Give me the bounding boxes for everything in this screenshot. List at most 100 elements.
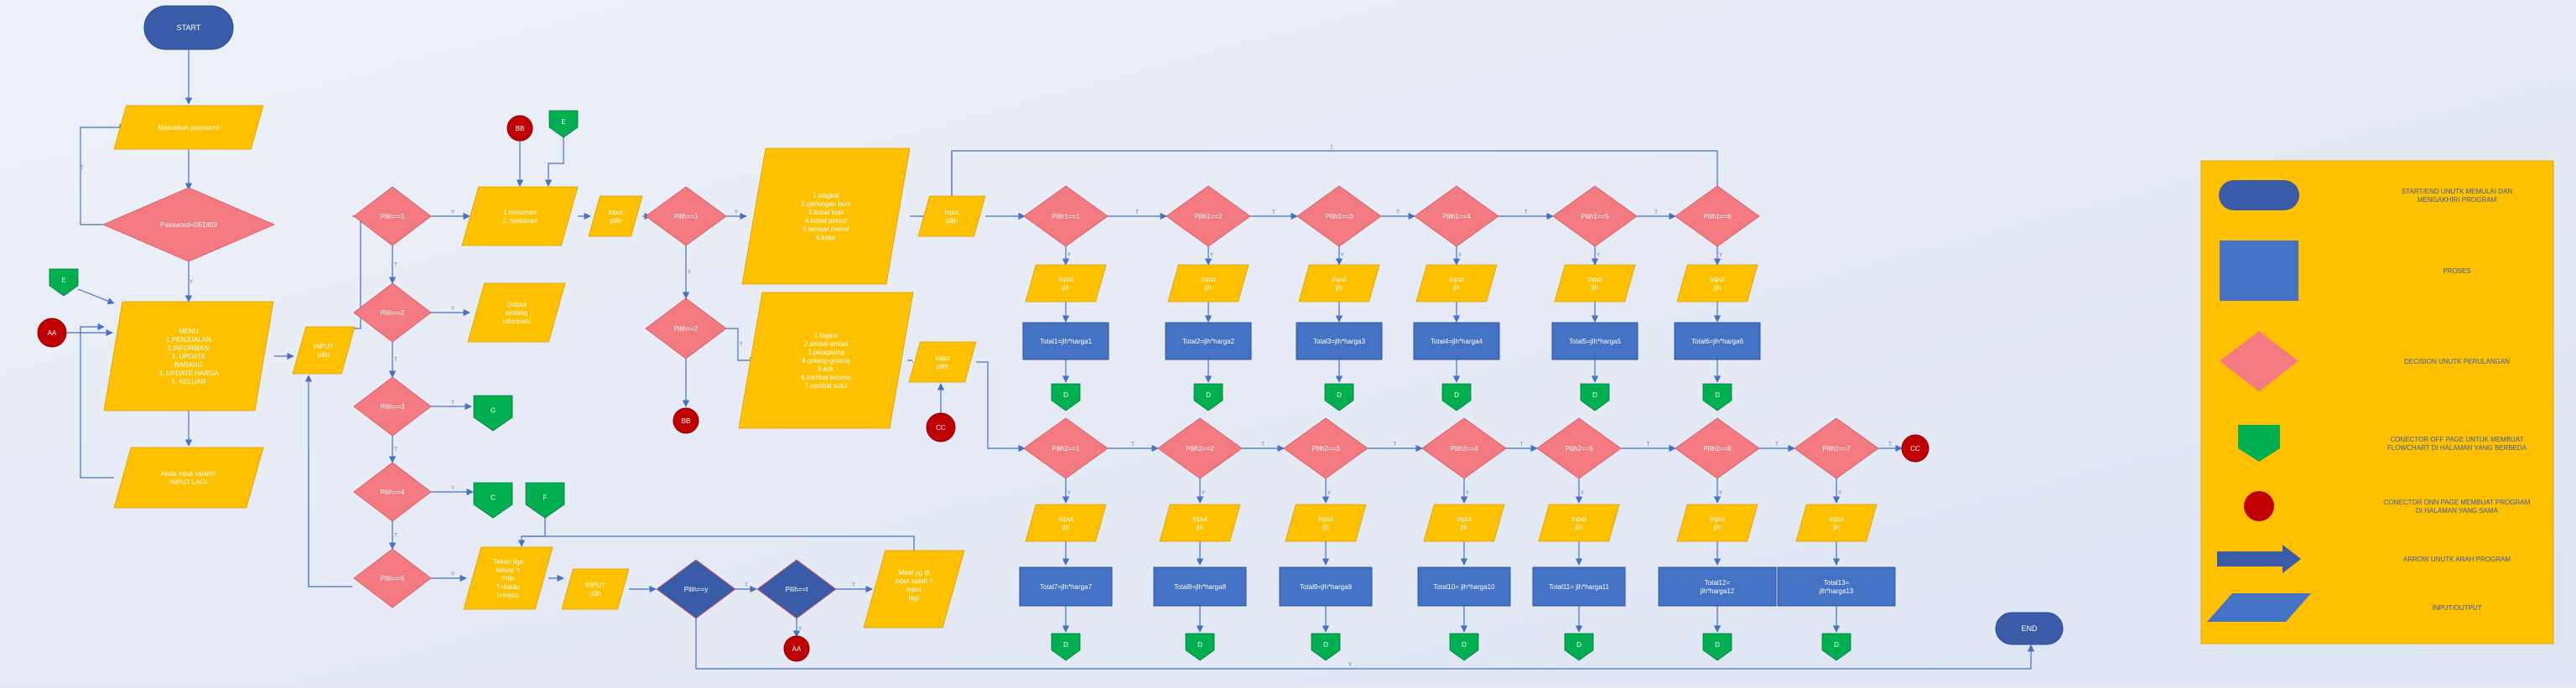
io-input-pilih xyxy=(292,326,356,375)
edge-label-t-row2-4: T xyxy=(1520,442,1524,447)
legend-decision-label: DECISION UNUTK PERULANGAN xyxy=(2404,358,2510,365)
edge-label-y-row2-2: Y xyxy=(1202,491,1205,496)
decision-pilih-4 xyxy=(353,462,432,522)
offpage-g xyxy=(473,395,513,432)
edge-label-y-row2-1: Y xyxy=(1067,491,1071,496)
edge-label-t-row1-5: T xyxy=(1654,210,1658,215)
offpage-d-row2-6-label: D xyxy=(1715,641,1720,649)
offpage-d-row1-6-label: D xyxy=(1715,391,1720,399)
io-row2-input-5 xyxy=(1538,504,1620,542)
decision-row1-6-label: Pilih1==6 xyxy=(1703,213,1732,220)
edge-label-t-password: T xyxy=(80,166,84,171)
edge-label-y-row2-7: Y xyxy=(1838,491,1841,496)
legend-process-symbol xyxy=(2220,241,2298,301)
process-row1-total-6 xyxy=(1674,322,1761,360)
offpage-f xyxy=(525,482,565,519)
offpage-e-top-label: E xyxy=(561,118,565,126)
edge-label-t-row1-4: T xyxy=(1524,210,1528,215)
decision-row2-4 xyxy=(1421,417,1507,479)
offpage-c-label: C xyxy=(491,494,496,501)
process-row1-total-6-label: Total6=jlh*harga6 xyxy=(1691,338,1744,345)
offpage-d-row1-3 xyxy=(1324,383,1354,411)
process-row1-total-5 xyxy=(1551,322,1639,360)
edge-label-y-row1-4: Y xyxy=(1458,253,1462,258)
offpage-g-label: G xyxy=(491,406,496,414)
process-row2-total-7-label: Total13=jlh*harga13 xyxy=(1819,579,1854,595)
edge-label-y-dec1: Y xyxy=(735,210,738,215)
decision-pilih-t-label: Pilih==t xyxy=(786,586,808,593)
decision-row2-2 xyxy=(1157,417,1243,479)
decision-row2-5-label: Pilih2==5 xyxy=(1565,445,1593,453)
edge-label-y-row1-2: Y xyxy=(1210,253,1213,258)
io-keluar xyxy=(463,546,553,610)
legend-offpage-symbol xyxy=(2238,425,2280,462)
io-input-pilih5 xyxy=(908,341,977,383)
io-minuman-list xyxy=(741,147,911,285)
decision-row2-3-label: Pilih2==3 xyxy=(1311,445,1340,453)
offpage-d-row2-2-label: D xyxy=(1197,641,1202,649)
start-terminal xyxy=(143,5,234,50)
decision-pilih-1 xyxy=(353,186,432,246)
io-row1-input-1 xyxy=(1025,264,1107,303)
decision-row2-1 xyxy=(1023,417,1109,479)
decision-pilih-4-label: Pilih==4 xyxy=(381,489,405,496)
offpage-d-row2-3-label: D xyxy=(1323,641,1328,649)
edge-label-y-row1-3: Y xyxy=(1341,253,1344,258)
decision-row2-2-label: Pilih2==2 xyxy=(1186,445,1214,453)
edge-label-y-password: Y xyxy=(190,280,193,285)
edge-label-t-row2-last: T xyxy=(1888,442,1892,447)
decision-row1-2 xyxy=(1166,185,1251,247)
offpage-d-row1-1-label: D xyxy=(1063,391,1068,399)
offpage-d-row1-4-label: D xyxy=(1454,391,1459,399)
edge-label-y-row2-3: Y xyxy=(1327,491,1331,496)
io-makanan-list xyxy=(738,292,914,429)
process-row1-total-1-label: Total1=jlh*harga1 xyxy=(1040,338,1093,345)
io-input-pilih4 xyxy=(917,195,986,237)
edge-input5-row2 xyxy=(976,361,1026,453)
process-row1-total-2-label: Total2=jlh*harga2 xyxy=(1182,338,1235,345)
decision-pilih-y-label: Pilih==y xyxy=(684,586,708,593)
edge-y-end xyxy=(695,618,2035,670)
onpage-bb-top-label: BB xyxy=(516,125,525,132)
offpage-d-row1-2 xyxy=(1193,383,1223,411)
offpage-d-row1-3-label: D xyxy=(1337,391,1342,399)
edge-label-y-row2-4: Y xyxy=(1466,491,1469,496)
edge-dec2-makanan xyxy=(726,328,757,365)
io-password xyxy=(113,105,264,150)
decision-password xyxy=(101,187,276,262)
decision-pilih-5-label: Pilih==5 xyxy=(381,575,405,582)
decision-pilih-2 xyxy=(353,282,432,343)
decision-row1-4 xyxy=(1414,185,1499,247)
process-row2-total-4-label: Total10= jlh*harga10 xyxy=(1433,583,1495,591)
decision-pilih-3-label: Pilih==3 xyxy=(381,403,405,411)
io-output-info xyxy=(467,282,566,343)
offpage-d-row2-7-label: D xyxy=(1834,641,1839,649)
decision-password-label: Password=DEDI03 xyxy=(160,221,217,229)
offpage-d-row1-5 xyxy=(1580,383,1610,411)
onpage-aa-bottom xyxy=(783,635,810,662)
decision-row1-1 xyxy=(1023,185,1109,247)
io-menu xyxy=(103,301,274,411)
io-row2-input-3 xyxy=(1285,504,1367,542)
process-row1-total-4 xyxy=(1413,322,1500,360)
edge-label-t-row1-2: T xyxy=(1272,210,1275,215)
legend-arrow-symbol xyxy=(2217,545,2301,573)
